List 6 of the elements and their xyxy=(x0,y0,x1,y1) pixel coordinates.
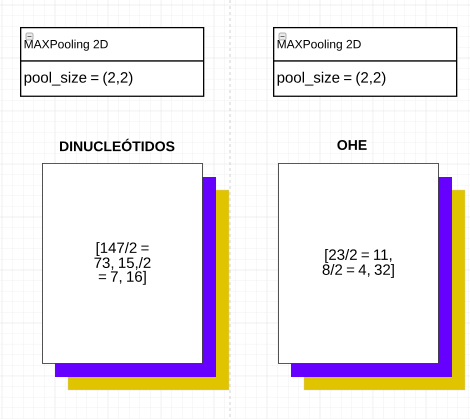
section-heading: OHE xyxy=(337,140,367,150)
class-box: MAXPooling 2D pool_size = (2,2) xyxy=(273,27,458,97)
section-heading: DINUCLEÓTIDOS xyxy=(60,138,174,152)
feature-map-sheet: [147/2 = 73, 15,/2 = 7, 16] xyxy=(42,163,203,364)
feature-map-sheet: [23/2 = 11, 8/2 = 4, 32] xyxy=(278,163,439,364)
class-box: MAXPooling 2D pool_size = (2,2) xyxy=(20,27,204,97)
